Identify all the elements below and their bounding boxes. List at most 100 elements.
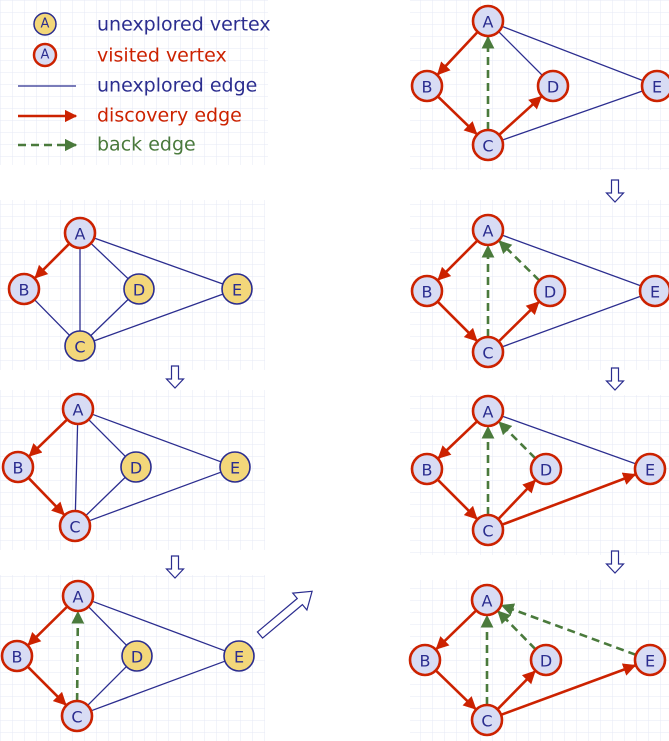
vertex-label: C [481,712,492,731]
edge-A-D-unexplored [498,31,543,76]
vertex-circle [1,450,35,484]
vertex-label: B [12,648,23,667]
edge-B-C-discovery [436,300,478,342]
vertex-circle [61,392,95,426]
vertex-e: E [219,451,251,483]
edge-B-C-discovery [436,95,478,135]
vertex-label: B [420,652,431,671]
vertex-circle [470,703,504,737]
vertex-label: C [74,338,85,357]
vertex-label: B [422,78,433,97]
vertex-label: E [234,648,244,667]
legend-visited-vertex-letter: A [41,48,50,63]
vertex-c: C [60,699,94,733]
edge-A-E-unexplored [93,237,224,285]
legend-visited-vertex-icon: A [32,42,58,68]
edge-C-E-unexplored [90,660,226,712]
legend-back-edge-label: back edge [97,134,196,156]
vertex-circle [470,583,504,617]
vertex-label: D [544,283,556,302]
edge-A-B-discovery [435,609,478,650]
vertex-circle [529,452,563,486]
vertex-circle [223,640,255,672]
edge-B-C-discovery [26,665,67,706]
vertex-circle [633,452,667,486]
vertex-circle [633,643,667,677]
vertex-label: E [652,78,662,97]
edge-A-E-unexplored [501,234,642,287]
legend: A unexplored vertex A visited vertex une… [0,0,271,165]
down-arrow-icon [165,555,185,579]
edge-D-A-back [498,421,537,460]
vertex-d: D [120,451,152,483]
edge-A-E-unexplored [501,415,637,465]
edge-A-B-discovery [34,242,71,279]
edge-B-C-discovery [434,669,477,710]
edge-C-D-unexplored [90,298,129,337]
vertex-circle [536,69,570,103]
edge-A-C-unexplored [74,423,79,512]
vertex-circle [61,579,95,613]
edge-C-E-discovery [500,663,637,717]
edge-C-D-discovery [498,95,543,136]
vertex-circle [221,273,253,305]
vertex-label: E [650,283,660,302]
edge-A-D-unexplored [90,242,129,280]
vertex-circle [533,274,567,308]
vertex-circle [471,128,505,162]
edge-A-D-unexplored [88,419,126,457]
edge-A-B-discovery [437,239,479,281]
vertex-label: D [540,461,552,480]
vertex-label: A [483,403,494,422]
edge-C-A-back [71,610,85,702]
vertex-circle [410,274,444,308]
vertex-circle [64,330,96,362]
vertex-a: A [471,213,505,247]
vertex-label: B [13,459,24,478]
vertex-label: A [482,592,493,611]
vertex-b: B [408,643,442,677]
vertex-e: E [223,640,255,672]
vertex-label: D [133,281,145,300]
edge-A-B-discovery [27,605,69,646]
down-arrow-icon [605,367,625,391]
vertex-b: B [0,639,34,673]
legend-visited-vertex-label: visited vertex [97,45,227,67]
vertex-b: B [410,69,444,103]
vertex-d: D [123,273,155,305]
edge-C-D-discovery [497,301,540,343]
vertex-circle [121,640,153,672]
vertex-label: D [131,648,143,667]
edge-B-C-discovery [436,478,478,520]
vertex-a: A [471,4,505,38]
vertex-circle [471,213,505,247]
vertex-c: C [471,335,505,369]
edge-A-E-unexplored [91,600,226,652]
down-arrow-icon [605,550,625,574]
vertex-label: C [482,344,493,363]
vertex-circle [408,643,442,677]
vertex-label: E [230,459,240,478]
vertex-e: E [633,452,667,486]
vertex-circle [471,4,505,38]
edge-A-B-discovery [28,418,69,457]
vertex-e: E [221,273,253,305]
vertex-circle [123,273,155,305]
vertex-circle [471,394,505,428]
edge-D-A-back [498,240,541,282]
vertex-b: B [1,450,35,484]
diagonal-arrow-shape [256,590,313,639]
vertex-d: D [529,452,563,486]
vertex-circle [0,639,34,673]
edge-B-C-unexplored [34,299,70,336]
vertex-label: B [19,281,30,300]
down-arrow-icon [605,179,625,203]
vertex-a: A [471,394,505,428]
